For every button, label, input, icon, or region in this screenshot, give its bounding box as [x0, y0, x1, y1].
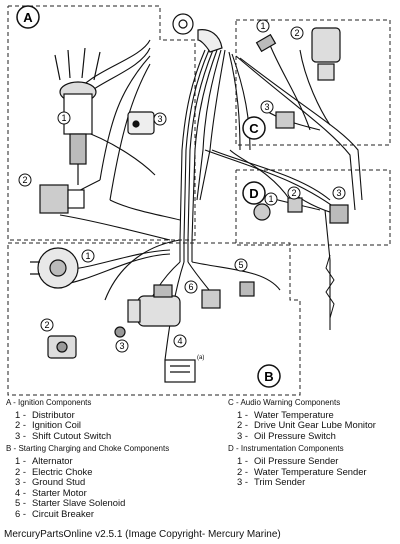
sender-group-d — [253, 197, 349, 224]
legend-item: 1 -Distributor — [15, 408, 75, 420]
legend-item: 2 -Drive Unit Gear Lube Monitor — [237, 419, 376, 431]
part-callout-b6: 6 — [184, 280, 198, 294]
legend: A - Ignition Components 1 -Distributor 2… — [0, 398, 400, 526]
legend-item: 3 -Trim Sender — [237, 476, 306, 488]
boundary-d — [235, 169, 391, 246]
legend-left-column: A - Ignition Components 1 -Distributor 2… — [6, 398, 220, 523]
callout-a: A — [16, 5, 40, 29]
legend-item: 5 -Starter Slave Solenoid — [15, 497, 126, 509]
oil-pressure-switch — [275, 111, 295, 129]
svg-text:3: 3 — [157, 114, 162, 124]
part-callout-b2: 2 — [40, 318, 54, 332]
legend-item: 2 -Water Temperature Sender — [237, 465, 367, 477]
legend-heading-d: D - Instrumentation Components — [228, 444, 344, 454]
legend-item: 2 -Electric Choke — [15, 465, 93, 477]
callout-b: B — [257, 364, 281, 388]
legend-item: 1 -Alternator — [15, 454, 73, 466]
svg-text:6: 6 — [188, 282, 193, 292]
audio-warning-buzzer — [311, 27, 341, 81]
legend-right-column: C - Audio Warning Components 1 -Water Te… — [228, 398, 398, 491]
svg-text:5: 5 — [238, 260, 243, 270]
shift-cutout-switch — [127, 111, 155, 135]
callout-d: D — [242, 181, 266, 205]
electric-choke — [47, 335, 77, 359]
part-callout-b4: 4 — [173, 334, 187, 348]
svg-text:2: 2 — [294, 28, 299, 38]
starter-motor — [127, 284, 181, 327]
svg-text:3: 3 — [264, 102, 269, 112]
connector-top — [172, 13, 223, 53]
part-callout-d1: 1 — [264, 192, 278, 206]
svg-text:2: 2 — [291, 188, 296, 198]
svg-text:1: 1 — [260, 21, 265, 31]
part-callout-a1: 1 — [57, 111, 71, 125]
part-callout-a2: 2 — [18, 173, 32, 187]
water-temp-switch — [255, 33, 277, 53]
legend-section-b: B - Starting Charging and Choke Componen… — [6, 444, 220, 519]
legend-heading-b: B - Starting Charging and Choke Componen… — [6, 444, 170, 454]
svg-text:1: 1 — [268, 194, 273, 204]
section-boundaries — [7, 5, 391, 396]
legend-section-c: C - Audio Warning Components 1 -Water Te… — [228, 398, 398, 441]
part-callout-b5: 5 — [234, 258, 248, 272]
legend-item: 2 -Ignition Coil — [15, 419, 81, 431]
svg-text:3: 3 — [119, 341, 124, 351]
legend-item: 1 -Water Temperature — [237, 408, 334, 420]
callout-d-letter: D — [249, 186, 258, 201]
callout-b-letter: B — [264, 369, 273, 384]
harness-wires — [49, 39, 363, 361]
legend-heading-c: C - Audio Warning Components — [228, 398, 341, 407]
part-callout-b1: 1 — [81, 249, 95, 263]
part-callout-c1: 1 — [256, 19, 270, 33]
trim-sender-lines — [325, 254, 335, 319]
part-callout-c3: 3 — [260, 100, 274, 114]
svg-text:2: 2 — [44, 320, 49, 330]
legend-heading-a: A - Ignition Components — [6, 398, 92, 407]
legend-section-a: A - Ignition Components 1 -Distributor 2… — [6, 398, 220, 441]
legend-section-d: D - Instrumentation Components 1 -Oil Pr… — [228, 444, 398, 487]
part-callout-d3: 3 — [332, 186, 346, 200]
boundary-b — [7, 242, 301, 396]
svg-text:1: 1 — [61, 113, 66, 123]
alternator — [30, 247, 79, 289]
callout-c: C — [242, 116, 266, 140]
ground-stud — [114, 326, 126, 338]
wiring-diagram: A C D B 1 2 3 1 2 3 1 2 3 1 2 3 4 5 6 (a… — [7, 5, 391, 396]
circuit-breaker — [239, 281, 255, 297]
legend-item: 3 -Shift Cutout Switch — [15, 429, 112, 441]
callout-c-letter: C — [249, 121, 259, 136]
svg-text:4: 4 — [177, 336, 182, 346]
part-callouts: 1 2 3 1 2 3 1 2 3 1 2 3 4 5 6 — [18, 19, 346, 353]
svg-text:1: 1 — [85, 251, 90, 261]
battery-label: (a) — [197, 355, 204, 361]
legend-item: 6 -Circuit Breaker — [15, 507, 94, 519]
legend-item: 1 -Oil Pressure Sender — [237, 454, 339, 466]
part-callout-c2: 2 — [290, 26, 304, 40]
part-callout-a3: 3 — [153, 112, 167, 126]
battery — [164, 359, 196, 383]
copyright-footer: MercuryPartsOnline v2.5.1 (Image Copyrig… — [4, 529, 281, 540]
part-callout-b3: 3 — [115, 339, 129, 353]
legend-item: 3 -Oil Pressure Switch — [237, 429, 336, 441]
svg-text:2: 2 — [22, 175, 27, 185]
callout-a-letter: A — [23, 10, 33, 25]
slave-solenoid — [201, 289, 221, 309]
ignition-coil — [39, 184, 85, 214]
legend-item: 3 -Ground Stud — [15, 476, 86, 488]
boundary-a — [7, 5, 196, 241]
svg-text:3: 3 — [336, 188, 341, 198]
legend-item: 4 -Starter Motor — [15, 486, 87, 498]
part-callout-d2: 2 — [287, 186, 301, 200]
distributor — [54, 47, 101, 185]
